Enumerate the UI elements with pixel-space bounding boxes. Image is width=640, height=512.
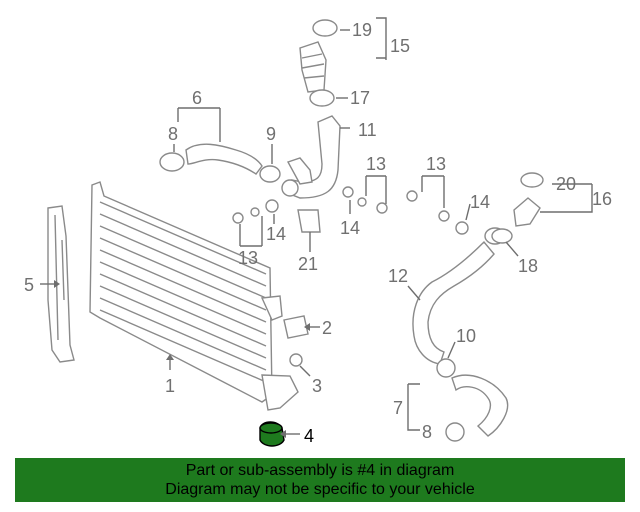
callout-14-right: 14 bbox=[470, 192, 490, 212]
callout-13-left: 13 bbox=[238, 248, 258, 268]
callout-14-left: 14 bbox=[266, 224, 286, 244]
callout-6: 6 bbox=[192, 88, 202, 108]
callout-20: 20 bbox=[556, 174, 576, 194]
hose-part-15 bbox=[299, 19, 338, 107]
callout-17: 17 bbox=[350, 88, 370, 108]
banner-line-2: Diagram may not be specific to your vehi… bbox=[165, 481, 475, 498]
callout-18: 18 bbox=[518, 256, 538, 276]
parts-diagram: 1 2 3 4 5 6 7 8 8 9 10 11 12 13 13 13 14… bbox=[24, 17, 612, 447]
leader-lines bbox=[40, 17, 593, 438]
hose-part-16 bbox=[491, 172, 544, 244]
highlighted-part-4 bbox=[259, 421, 285, 447]
callout-15: 15 bbox=[390, 36, 410, 56]
callout-7: 7 bbox=[393, 398, 403, 418]
info-banner: Part or sub-assembly is #4 in diagram Di… bbox=[15, 458, 625, 502]
fasteners bbox=[232, 186, 469, 235]
callout-8-bottom: 8 bbox=[422, 422, 432, 442]
callout-10: 10 bbox=[456, 326, 476, 346]
bracket-part-2 bbox=[283, 315, 309, 367]
hose-part-7 bbox=[436, 358, 509, 442]
callout-4: 4 bbox=[304, 426, 314, 446]
callout-9: 9 bbox=[266, 124, 276, 144]
callout-16: 16 bbox=[592, 189, 612, 209]
intercooler-part-1 bbox=[89, 181, 299, 411]
callout-14-center: 14 bbox=[340, 218, 360, 238]
callout-21: 21 bbox=[298, 254, 318, 274]
callout-13-right: 13 bbox=[426, 154, 446, 174]
callout-13-center: 13 bbox=[366, 154, 386, 174]
callout-19: 19 bbox=[352, 20, 372, 40]
callout-2: 2 bbox=[322, 318, 332, 338]
callout-1: 1 bbox=[165, 376, 175, 396]
pipe-part-11 bbox=[281, 115, 341, 233]
banner-line-1: Part or sub-assembly is #4 in diagram bbox=[185, 462, 455, 479]
air-guide-part-5 bbox=[47, 205, 75, 363]
callout-3: 3 bbox=[312, 376, 322, 396]
hose-part-6 bbox=[159, 143, 281, 183]
callout-5: 5 bbox=[24, 275, 34, 295]
callout-11: 11 bbox=[358, 120, 377, 140]
callout-8-left: 8 bbox=[168, 124, 178, 144]
callout-12: 12 bbox=[388, 266, 408, 286]
callout-labels: 1 2 3 4 5 6 7 8 8 9 10 11 12 13 13 13 14… bbox=[24, 20, 612, 446]
